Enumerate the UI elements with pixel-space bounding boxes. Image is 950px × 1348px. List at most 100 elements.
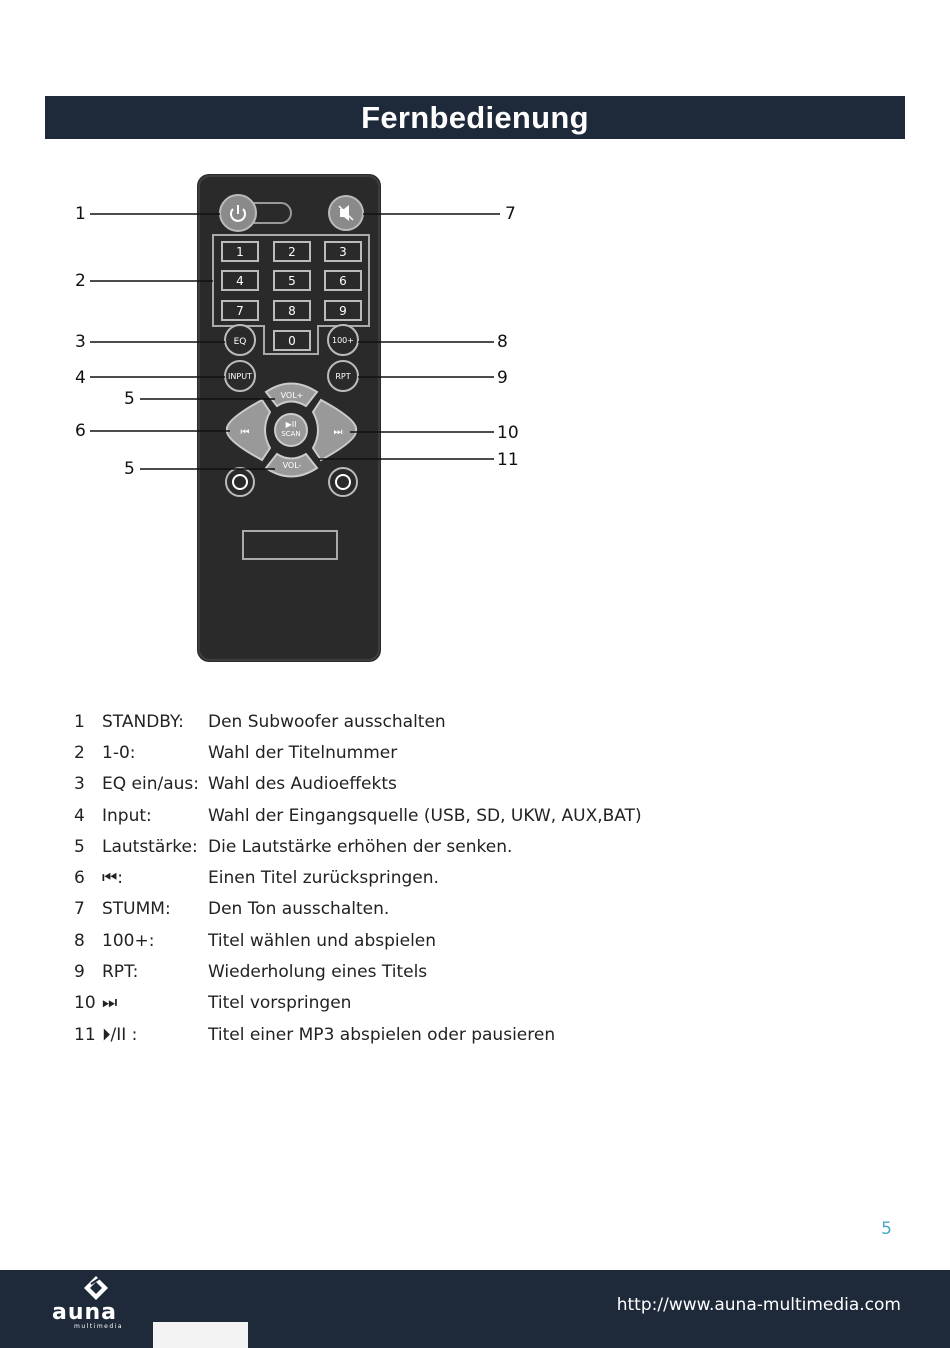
- legend-number: 10: [74, 993, 96, 1014]
- legend-key: Input:: [102, 805, 152, 826]
- digit-label-0: 0: [288, 334, 296, 348]
- digit-button-7[interactable]: [221, 300, 259, 321]
- eq-label: EQ: [234, 337, 247, 347]
- legend-description: Wahl des Audioeffekts: [208, 774, 397, 795]
- legend-key: 1-0:: [102, 742, 136, 763]
- legend-key: ⏮:: [102, 868, 124, 889]
- callout-label: 4: [75, 368, 86, 388]
- legend-number: 4: [74, 805, 85, 826]
- digit-label-6: 6: [339, 274, 347, 288]
- mute-icon: [338, 205, 354, 221]
- callout-label: 2: [75, 271, 86, 291]
- vol-down-label: VOL-: [283, 461, 302, 470]
- vol-up-label: VOL+: [281, 391, 304, 400]
- legend-key: Lautstärke:: [102, 836, 198, 857]
- legend-key: 100+:: [102, 930, 155, 951]
- digit-label-4: 4: [236, 274, 244, 288]
- eq-button[interactable]: [224, 324, 256, 356]
- legend-description: Titel wählen und abspielen: [208, 930, 437, 951]
- digit-button-9[interactable]: [324, 300, 362, 321]
- play-pause-icon: ▶II: [286, 420, 297, 429]
- callout-lines: [90, 213, 500, 470]
- rpt-button[interactable]: [327, 360, 359, 392]
- hundred-plus-label: 100+: [332, 336, 354, 345]
- digit-button-8[interactable]: [273, 300, 311, 321]
- next-button[interactable]: [311, 398, 358, 462]
- bottom-left-button[interactable]: [225, 467, 255, 497]
- legend-key: EQ ein/aus:: [102, 774, 199, 795]
- vol-down-button[interactable]: [264, 452, 319, 478]
- digit-button-6[interactable]: [324, 270, 362, 291]
- legend-row: 5 Lautstärke: Die Lautstärke erhöhen der…: [74, 831, 774, 862]
- legend-row: 6 ⏮: Einen Titel zurückspringen.: [74, 862, 774, 893]
- legend-key: ⏭: [102, 993, 118, 1014]
- circle-icon: [335, 474, 351, 490]
- legend-description: Wiederholung eines Titels: [208, 962, 428, 983]
- digit-label-1: 1: [236, 245, 244, 259]
- brand-name: auna: [52, 1300, 118, 1325]
- legend-description: Einen Titel zurückspringen.: [208, 868, 439, 889]
- digit-label-2: 2: [288, 245, 296, 259]
- digit-button-4[interactable]: [221, 270, 259, 291]
- input-label: INPUT: [228, 372, 252, 381]
- digit-button-3[interactable]: [324, 241, 362, 262]
- digit-button-5[interactable]: [273, 270, 311, 291]
- previous-icon: ⏮: [241, 427, 250, 438]
- digit-label-7: 7: [236, 304, 244, 318]
- digit-label-8: 8: [288, 304, 296, 318]
- power-icon: [230, 205, 246, 222]
- brand-diamond-icon: [84, 1276, 108, 1300]
- legend-number: 1: [74, 711, 85, 732]
- previous-button[interactable]: [225, 398, 272, 462]
- callout-label: 10: [497, 423, 519, 443]
- digit-label-5: 5: [288, 274, 296, 288]
- ir-window: [242, 530, 338, 560]
- remote-diagram: 1 2 3 4 5 6 7 8 9 0 EQ 100+ INPUT: [0, 160, 600, 680]
- page-title: Fernbedienung: [361, 99, 589, 135]
- scan-label: SCAN: [281, 430, 300, 438]
- legend-key: STANDBY:: [102, 711, 184, 732]
- input-button[interactable]: [224, 360, 256, 392]
- callout-label: 9: [497, 368, 508, 388]
- callout-label: 7: [505, 204, 516, 224]
- legend-description: Titel vorspringen: [208, 993, 352, 1014]
- vol-up-button[interactable]: [264, 382, 319, 408]
- legend-number: 3: [74, 774, 85, 795]
- legend-number: 8: [74, 930, 85, 951]
- callout-label: 3: [75, 332, 86, 352]
- digit-button-1[interactable]: [221, 241, 259, 262]
- legend-number: 2: [74, 742, 85, 763]
- digit-button-0[interactable]: [273, 330, 311, 351]
- page-footer: auna multimedia http://www.auna-multimed…: [0, 1270, 950, 1348]
- rpt-label: RPT: [335, 372, 350, 381]
- legend-row: 2 1-0: Wahl der Titelnummer: [74, 737, 774, 768]
- play-pause-scan-button[interactable]: [274, 413, 308, 447]
- legend-key: STUMM:: [102, 899, 171, 920]
- legend-number: 5: [74, 836, 85, 857]
- footer-strip: [153, 1322, 248, 1348]
- direction-pad: VOL+ VOL- ⏮ ⏭ ▶II SCAN: [225, 382, 358, 478]
- legend-row: 4 Input: Wahl der Eingangsquelle (USB, S…: [74, 800, 774, 831]
- callout-label: 5: [124, 389, 135, 409]
- legend-number: 11: [74, 1024, 96, 1045]
- callout-label: 1: [75, 204, 86, 224]
- digit-button-2[interactable]: [273, 241, 311, 262]
- legend-number: 9: [74, 962, 85, 983]
- digit-keys: 1 2 3 4 5 6 7 8 9 0: [221, 241, 362, 351]
- legend-row: 1 STANDBY: Den Subwoofer ausschalten: [74, 706, 774, 737]
- legend-description: Wahl der Titelnummer: [208, 742, 398, 763]
- remote-illustration: 1 2 3 4 5 6 7 8 9 0 EQ 100+ INPUT: [90, 174, 500, 662]
- legend-description: Den Subwoofer ausschalten: [208, 711, 446, 732]
- callout-label: 8: [497, 332, 508, 352]
- website-link[interactable]: http://www.auna-multimedia.com: [616, 1295, 901, 1315]
- legend-row: 3 EQ ein/aus: Wahl des Audioeffekts: [74, 769, 774, 800]
- legend-description: Den Ton ausschalten.: [208, 899, 390, 920]
- callout-label: 6: [75, 421, 86, 441]
- callout-label: 5: [124, 459, 135, 479]
- legend-row: 11 ⏵/II : Titel einer MP3 abspielen oder…: [74, 1019, 774, 1050]
- hundred-plus-button[interactable]: [327, 324, 359, 356]
- brand-logo: auna multimedia: [50, 1274, 150, 1334]
- button-legend: 1 STANDBY: Den Subwoofer ausschalten 2 1…: [74, 706, 774, 1050]
- bottom-right-button[interactable]: [328, 467, 358, 497]
- digit-label-9: 9: [339, 304, 347, 318]
